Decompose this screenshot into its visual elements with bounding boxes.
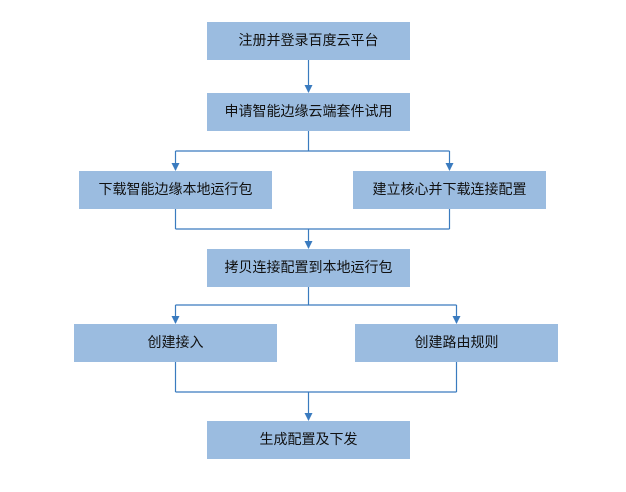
step-download-package: 下载智能边缘本地运行包 bbox=[79, 171, 272, 209]
step-register-label: 注册并登录百度云平台 bbox=[238, 33, 379, 49]
step-generate-deploy: 生成配置及下发 bbox=[207, 421, 410, 459]
step-create-core-label: 建立核心并下载连接配置 bbox=[372, 182, 527, 198]
step-generate-deploy-label: 生成配置及下发 bbox=[259, 432, 358, 448]
step-apply-trial: 申请智能边缘云端套件试用 bbox=[207, 93, 410, 131]
step-apply-trial-label: 申请智能边缘云端套件试用 bbox=[224, 104, 393, 120]
step-download-package-label: 下载智能边缘本地运行包 bbox=[98, 182, 253, 198]
step-register: 注册并登录百度云平台 bbox=[207, 22, 410, 60]
step-create-access: 创建接入 bbox=[74, 324, 277, 362]
step-create-route: 创建路由规则 bbox=[355, 324, 558, 362]
step-create-access-label: 创建接入 bbox=[147, 335, 204, 351]
step-copy-config: 拷贝连接配置到本地运行包 bbox=[207, 249, 410, 287]
step-create-core: 建立核心并下载连接配置 bbox=[353, 171, 546, 209]
step-copy-config-label: 拷贝连接配置到本地运行包 bbox=[224, 260, 393, 276]
step-create-route-label: 创建路由规则 bbox=[414, 335, 499, 351]
